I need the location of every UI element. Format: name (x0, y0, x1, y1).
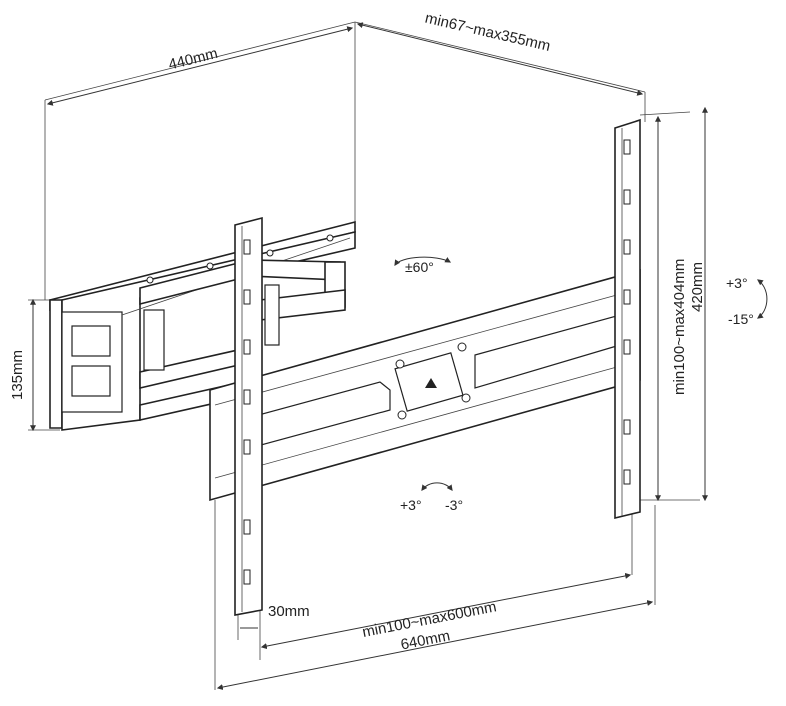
dim-extension-label: min67~max355mm (423, 10, 552, 55)
dim-420-label: 420mm (689, 262, 706, 312)
dim-vesa-vertical-line (639, 111, 700, 502)
wall-outline (44, 21, 646, 222)
dim-135-label: 135mm (9, 350, 26, 400)
swivel-label: ±60° (405, 259, 434, 275)
dim-30-label: 30mm (268, 603, 310, 620)
dim-vesa-horizontal-line (260, 500, 633, 650)
tilt-arrow-icon (757, 279, 768, 319)
articulating-arms (139, 258, 346, 421)
dim-640-line (214, 500, 656, 691)
left-vertical-bracket (234, 216, 263, 616)
wall-plate (49, 220, 356, 431)
dim-135-line (28, 298, 60, 432)
tv-rail (209, 268, 641, 502)
tilt-up-label: +3° (726, 275, 748, 291)
rotation-arrow-icon (421, 482, 453, 491)
center-arrow-icon (425, 378, 437, 388)
swivel-arrow-icon (394, 256, 452, 266)
rotation-minus-label: -3° (445, 497, 463, 513)
dim-vesa-vertical-label: min100~max404mm (671, 259, 688, 395)
right-vertical-bracket (614, 118, 641, 520)
dim-extension-line (356, 22, 644, 96)
dim-440-line (44, 26, 354, 300)
dim-440-label: 440mm (167, 45, 220, 74)
tilt-down-label: -15° (728, 311, 754, 327)
rotation-plus-label: +3° (400, 497, 422, 513)
